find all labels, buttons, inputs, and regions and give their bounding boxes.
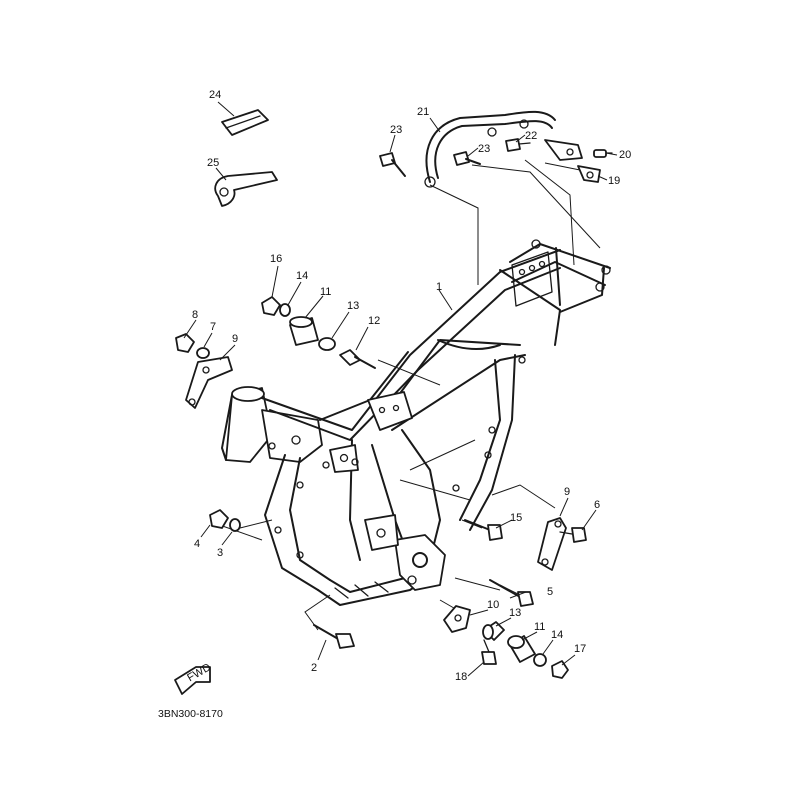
part-17-nut [551, 660, 569, 679]
callout-2: 2 [311, 662, 317, 674]
callout-23-right: 23 [478, 143, 490, 155]
fwd-arrow-icon: FWD [174, 661, 213, 695]
part-24-pad [221, 109, 269, 136]
part-11-collar [289, 316, 319, 346]
callout-18: 18 [455, 671, 467, 683]
callout-19: 19 [608, 175, 620, 187]
callout-20: 20 [619, 149, 631, 161]
callout-22: 22 [525, 130, 537, 142]
part-8-nut [175, 333, 195, 353]
callout-15: 15 [510, 512, 522, 524]
part-21-rear-bracket [424, 110, 583, 188]
part-4-nut [209, 509, 229, 529]
callout-13-lower: 13 [509, 607, 521, 619]
part-19-clamp [577, 165, 601, 183]
part-16-nut [261, 296, 281, 316]
callout-9-left: 9 [232, 333, 238, 345]
part-9-bracket-left [185, 356, 233, 409]
callout-14-upper: 14 [296, 270, 308, 282]
part-11-collar-lower [507, 635, 536, 663]
callout-4: 4 [194, 538, 200, 550]
callout-5: 5 [547, 586, 553, 598]
callout-17: 17 [574, 643, 586, 655]
part-18-bolt [481, 639, 497, 665]
callout-6: 6 [594, 499, 600, 511]
main-frame [221, 239, 611, 606]
callout-11-lower: 11 [534, 621, 545, 633]
callout-8: 8 [192, 309, 198, 321]
callout-14-lower: 14 [551, 629, 563, 641]
callout-3: 3 [217, 547, 223, 559]
callout-numbers: 1 2 3 4 5 6 7 8 9 9 10 11 11 12 13 13 14… [192, 89, 631, 683]
part-23-bolts [379, 151, 481, 177]
callout-25: 25 [207, 157, 219, 169]
part-9-bracket-right [537, 517, 567, 571]
callout-21: 21 [417, 106, 429, 118]
callout-10: 10 [487, 599, 499, 611]
callout-24: 24 [209, 89, 221, 101]
part-10-bracket [443, 605, 471, 633]
part-14-washer [279, 303, 291, 317]
assembly-leader-lines [213, 159, 601, 631]
callout-11-upper: 11 [320, 286, 331, 298]
part-14-washer-lower [533, 653, 547, 667]
part-6-bolt [559, 527, 587, 543]
callout-7: 7 [210, 321, 216, 333]
callout-13-upper: 13 [347, 300, 359, 312]
part-13-spacer-lower [482, 621, 505, 641]
callout-23-left: 23 [390, 124, 402, 136]
part-12-bolt [339, 349, 376, 369]
callout-1: 1 [436, 281, 442, 293]
callout-16: 16 [270, 253, 282, 265]
part-3-washer [229, 518, 241, 532]
part-2-bolt [313, 624, 355, 649]
part-13-spacer [318, 337, 336, 351]
callout-12: 12 [368, 315, 380, 327]
callout-9-right: 9 [564, 486, 570, 498]
diagram-code: 3BN300-8170 [158, 708, 223, 720]
part-25-wrench [214, 171, 278, 207]
part-7-washer [196, 347, 210, 359]
part-15-bolt [464, 519, 503, 541]
callout-leaders [183, 101, 618, 677]
